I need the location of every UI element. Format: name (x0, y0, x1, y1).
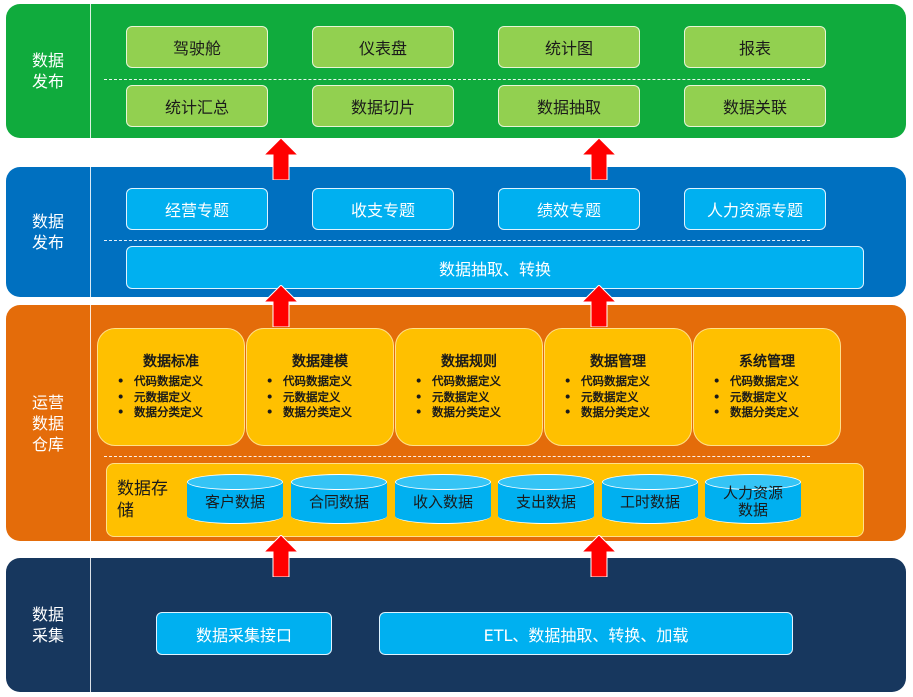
store-label: 收入数据 (412, 493, 473, 511)
hr-topic-button[interactable]: 人力资源专题 (684, 188, 826, 230)
card-item: 元数据定义 (415, 390, 542, 406)
card-item: 代码数据定义 (117, 374, 244, 390)
performance-topic-button[interactable]: 绩效专题 (498, 188, 640, 230)
hr-data-store[interactable]: 人力资源数据 (705, 474, 801, 524)
card-title: 数据标准 (143, 354, 199, 370)
store-label: 客户数据 (204, 493, 265, 511)
layer-label: 数据发布 (31, 212, 64, 252)
store-label: 支出数据 (515, 493, 576, 511)
layer-label-box: 数据发布 (6, 167, 91, 297)
store-label: 合同数据 (308, 493, 369, 511)
arrow-up-icon (264, 535, 298, 577)
card-title: 系统管理 (739, 354, 795, 370)
divider (104, 79, 810, 80)
store-label: 人力资源数据 (723, 484, 784, 519)
layer-label: 数据发布 (31, 51, 64, 91)
contract-data-store[interactable]: 合同数据 (291, 474, 387, 524)
card-data-modeling[interactable]: 数据建模 代码数据定义 元数据定义 数据分类定义 (246, 328, 394, 446)
worktime-data-store[interactable]: 工时数据 (602, 474, 698, 524)
card-item: 数据分类定义 (266, 405, 393, 421)
cockpit-button[interactable]: 驾驶舱 (126, 26, 268, 68)
statistics-chart-button[interactable]: 统计图 (498, 26, 640, 68)
layer-label-box: 运营数据仓库 (6, 305, 91, 541)
card-item: 元数据定义 (117, 390, 244, 406)
summary-button[interactable]: 统计汇总 (126, 85, 268, 127)
arrow-up-icon (582, 535, 616, 577)
data-slice-button[interactable]: 数据切片 (312, 85, 454, 127)
arrow-up-icon (582, 285, 616, 327)
data-extract-button[interactable]: 数据抽取 (498, 85, 640, 127)
report-button[interactable]: 报表 (684, 26, 826, 68)
card-system-management[interactable]: 系统管理 代码数据定义 元数据定义 数据分类定义 (693, 328, 841, 446)
card-item: 代码数据定义 (564, 374, 691, 390)
card-item: 元数据定义 (266, 390, 393, 406)
layer-label-box: 数据发布 (6, 4, 91, 138)
arrow-up-icon (582, 138, 616, 180)
revenue-expense-topic-button[interactable]: 收支专题 (312, 188, 454, 230)
card-item: 数据分类定义 (117, 405, 244, 421)
card-item: 元数据定义 (564, 390, 691, 406)
operations-topic-button[interactable]: 经营专题 (126, 188, 268, 230)
customer-data-store[interactable]: 客户数据 (187, 474, 283, 524)
extract-transform-bar[interactable]: 数据抽取、转换 (126, 246, 864, 289)
data-storage-label: 数据存储 (117, 479, 168, 521)
divider (104, 456, 810, 457)
layer-label: 数据采集 (31, 605, 64, 645)
card-data-rules[interactable]: 数据规则 代码数据定义 元数据定义 数据分类定义 (395, 328, 543, 446)
revenue-data-store[interactable]: 收入数据 (395, 474, 491, 524)
data-collection-interface-button[interactable]: 数据采集接口 (156, 612, 332, 655)
dashboard-button[interactable]: 仪表盘 (312, 26, 454, 68)
card-title: 数据规则 (441, 354, 497, 370)
card-data-standard[interactable]: 数据标准 代码数据定义 元数据定义 数据分类定义 (97, 328, 245, 446)
card-item: 数据分类定义 (415, 405, 542, 421)
card-item: 代码数据定义 (415, 374, 542, 390)
arrow-up-icon (264, 138, 298, 180)
etl-button[interactable]: ETL、数据抽取、转换、加载 (379, 612, 793, 655)
arrow-up-icon (264, 285, 298, 327)
card-item: 数据分类定义 (713, 405, 840, 421)
layer-label-box: 数据采集 (6, 558, 91, 692)
card-data-management[interactable]: 数据管理 代码数据定义 元数据定义 数据分类定义 (544, 328, 692, 446)
layer-label: 运营数据仓库 (31, 392, 64, 454)
card-item: 元数据定义 (713, 390, 840, 406)
card-item: 代码数据定义 (713, 374, 840, 390)
expense-data-store[interactable]: 支出数据 (498, 474, 594, 524)
data-association-button[interactable]: 数据关联 (684, 85, 826, 127)
divider (104, 240, 810, 241)
card-title: 数据管理 (590, 354, 646, 370)
card-item: 代码数据定义 (266, 374, 393, 390)
card-item: 数据分类定义 (564, 405, 691, 421)
card-title: 数据建模 (292, 354, 348, 370)
store-label: 工时数据 (619, 493, 680, 511)
